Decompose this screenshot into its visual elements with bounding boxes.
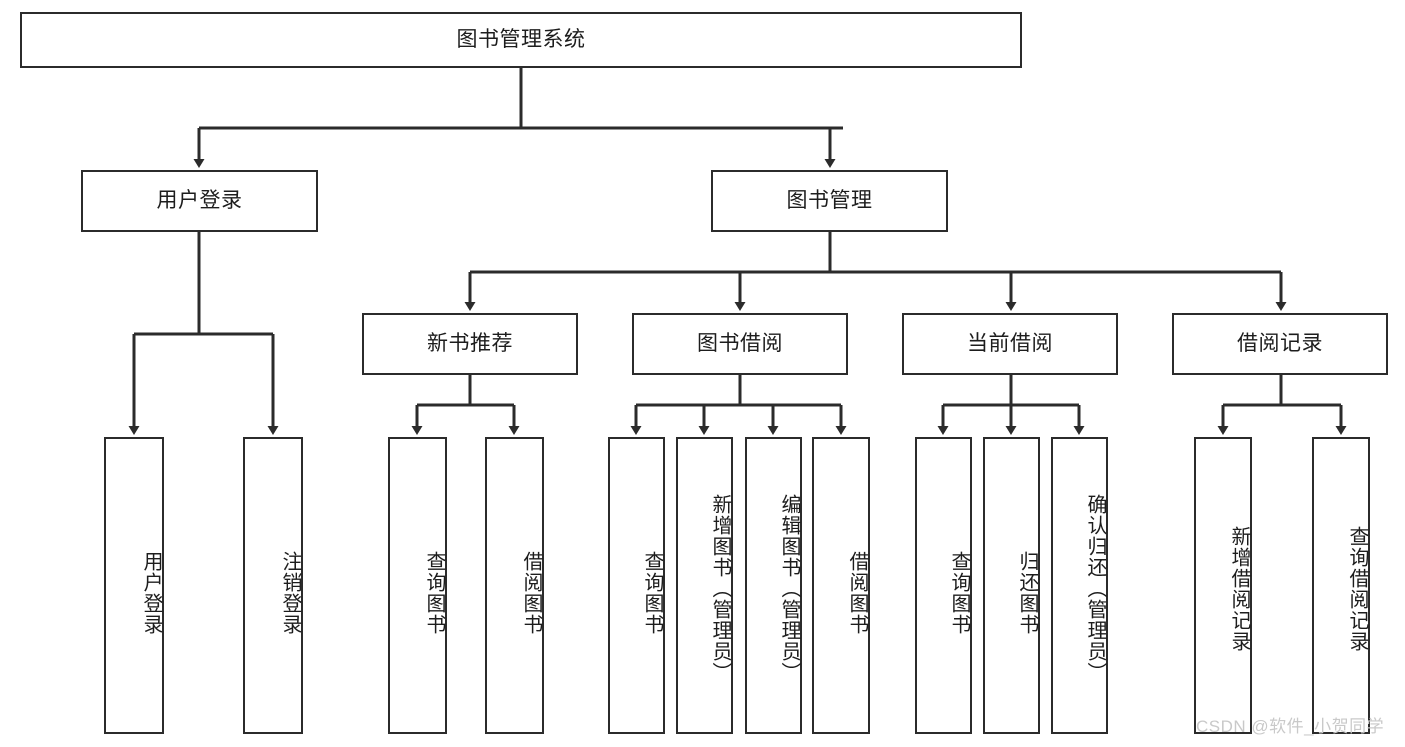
node-leaf-query-book-1[interactable]: 查询图书 — [388, 437, 447, 734]
node-label: 用户登录 — [156, 189, 243, 213]
node-label: 借阅记录 — [1237, 332, 1323, 356]
node-label: 查询借阅记录 — [1346, 525, 1368, 652]
node-leaf-borrow-book-2[interactable]: 借阅图书 — [812, 437, 870, 734]
node-label: 借阅图书 — [846, 550, 868, 635]
node-leaf-confirm-return-admin[interactable]: 确认归还（管理员） — [1051, 437, 1108, 734]
node-leaf-borrow-book-1[interactable]: 借阅图书 — [485, 437, 544, 734]
node-leaf-query-book-2[interactable]: 查询图书 — [608, 437, 665, 734]
csdn-watermark: CSDN @软件_小贺同学 — [1196, 717, 1385, 736]
node-label: 用户登录 — [140, 550, 162, 635]
node-label: 归还图书 — [1016, 550, 1038, 635]
node-label: 确认归还（管理员） — [1084, 494, 1106, 683]
node-leaf-edit-book-admin[interactable]: 编辑图书（管理员） — [745, 437, 802, 734]
node-label: 查询图书 — [948, 550, 970, 635]
node-book-borrow[interactable]: 图书借阅 — [632, 313, 848, 375]
node-label: 新书推荐 — [427, 332, 513, 356]
node-leaf-logout-login[interactable]: 注销登录 — [243, 437, 303, 734]
node-new-book-recommend[interactable]: 新书推荐 — [362, 313, 578, 375]
node-label: 借阅图书 — [520, 550, 542, 635]
node-label: 图书管理 — [786, 189, 873, 213]
node-label: 当前借阅 — [967, 332, 1053, 356]
node-leaf-return-book[interactable]: 归还图书 — [983, 437, 1040, 734]
node-label: 新增借阅记录 — [1228, 525, 1250, 652]
node-leaf-query-borrow-record[interactable]: 查询借阅记录 — [1312, 437, 1370, 734]
node-user-login[interactable]: 用户登录 — [81, 170, 318, 232]
node-leaf-add-borrow-record[interactable]: 新增借阅记录 — [1194, 437, 1252, 734]
node-label: 查询图书 — [641, 550, 663, 635]
node-leaf-query-book-3[interactable]: 查询图书 — [915, 437, 972, 734]
node-label: 查询图书 — [423, 550, 445, 635]
node-book-management-system[interactable]: 图书管理系统 — [20, 12, 1022, 68]
node-leaf-user-login[interactable]: 用户登录 — [104, 437, 164, 734]
node-label: 图书管理系统 — [456, 28, 586, 52]
node-book-management[interactable]: 图书管理 — [711, 170, 948, 232]
node-label: 图书借阅 — [697, 332, 783, 356]
node-label: 新增图书（管理员） — [709, 494, 731, 683]
node-label: 注销登录 — [279, 550, 301, 635]
node-borrow-record[interactable]: 借阅记录 — [1172, 313, 1388, 375]
node-leaf-add-book-admin[interactable]: 新增图书（管理员） — [676, 437, 733, 734]
node-label: 编辑图书（管理员） — [778, 494, 800, 683]
node-current-borrow[interactable]: 当前借阅 — [902, 313, 1118, 375]
